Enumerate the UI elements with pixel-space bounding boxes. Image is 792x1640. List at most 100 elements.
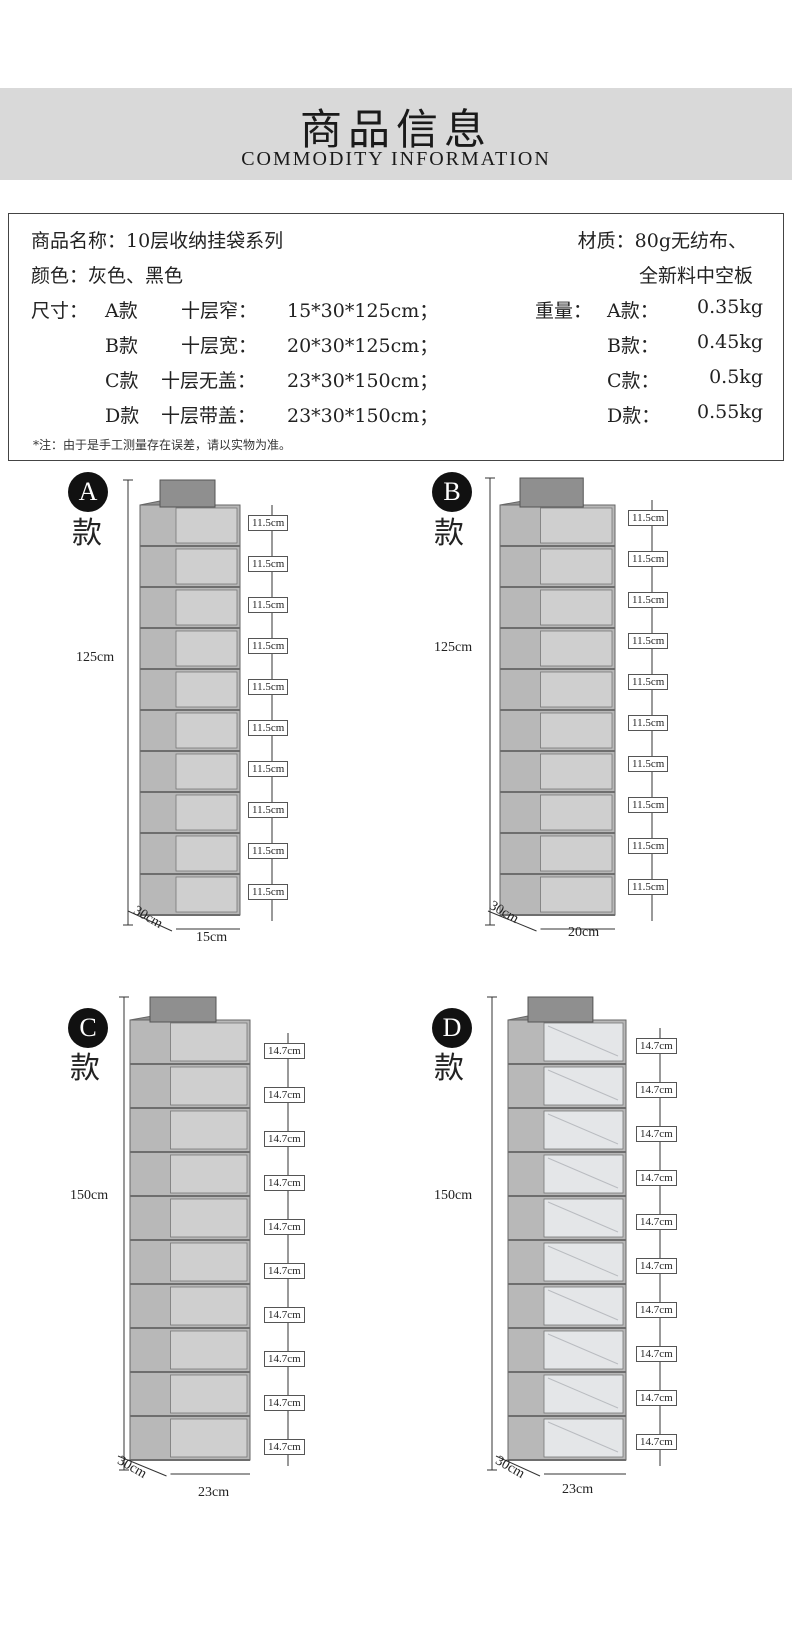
hanger-strap bbox=[159, 479, 216, 508]
shelf-compartment bbox=[175, 671, 238, 708]
shelf-height-label: 14.7cm bbox=[264, 1087, 305, 1103]
hanger-strap bbox=[519, 477, 584, 508]
window-glare bbox=[547, 1025, 619, 1057]
shelf-height-label: 14.7cm bbox=[264, 1351, 305, 1367]
header-banner: 商品信息 COMMODITY INFORMATION bbox=[0, 88, 792, 180]
shelf-compartment bbox=[543, 1110, 624, 1150]
shelf-height-label: 14.7cm bbox=[264, 1439, 305, 1455]
variant-badge: D bbox=[432, 1008, 472, 1048]
shelf-height-label: 14.7cm bbox=[264, 1395, 305, 1411]
shelf-height-label: 11.5cm bbox=[628, 715, 669, 731]
shelf-height-label: 14.7cm bbox=[636, 1434, 677, 1450]
material-line1: 材质：80g无纺布、 bbox=[577, 230, 747, 252]
shelf-height-label: 11.5cm bbox=[628, 592, 669, 608]
shelf-compartment bbox=[170, 1022, 248, 1062]
shelf-compartment bbox=[543, 1022, 624, 1062]
depth-dimension-line bbox=[487, 910, 537, 932]
shelf-height-label: 11.5cm bbox=[248, 638, 289, 654]
page-title: 商品信息 bbox=[299, 105, 492, 154]
shelf-height-label: 11.5cm bbox=[628, 551, 669, 567]
shelf-height-label: 11.5cm bbox=[628, 838, 669, 854]
weight-d-model: D款： bbox=[607, 405, 661, 427]
weight-a-model: A款： bbox=[607, 300, 659, 322]
window-glare bbox=[547, 1157, 619, 1189]
shelf-compartment bbox=[540, 548, 613, 585]
window-glare bbox=[547, 1289, 619, 1321]
height-label: 125cm bbox=[434, 640, 473, 655]
shelf-compartment bbox=[543, 1066, 624, 1106]
shelf-height-label: 11.5cm bbox=[248, 884, 289, 900]
measurement-note: *注：由于是手工测量存在误差，请以实物为准。 bbox=[33, 438, 292, 452]
shelf-height-label: 14.7cm bbox=[636, 1302, 677, 1318]
shelf-compartment bbox=[175, 630, 238, 667]
shelf-height-label: 14.7cm bbox=[264, 1307, 305, 1323]
shelf-compartment bbox=[170, 1242, 248, 1282]
variant-kuan-label: 款 bbox=[434, 1051, 464, 1086]
shelf-height-label: 11.5cm bbox=[628, 633, 669, 649]
shelf-compartment bbox=[175, 548, 238, 585]
weight-c-model: C款： bbox=[607, 370, 660, 392]
shelf-height-label: 11.5cm bbox=[628, 879, 669, 895]
shelf-height-label: 11.5cm bbox=[248, 843, 289, 859]
weight-label: 重量： bbox=[535, 300, 593, 322]
weight-b-model: B款： bbox=[607, 335, 659, 357]
shelf-height-label: 11.5cm bbox=[248, 597, 289, 613]
size-d-dims: 23*30*150cm； bbox=[287, 405, 439, 427]
shelf-height-label: 11.5cm bbox=[628, 756, 669, 772]
shelf-height-label: 11.5cm bbox=[248, 515, 289, 531]
size-label: 尺寸： bbox=[31, 300, 89, 322]
size-b-model: B款 bbox=[105, 335, 138, 357]
shelf-compartment bbox=[543, 1374, 624, 1414]
height-label: 125cm bbox=[76, 650, 115, 665]
depth-dimension-line bbox=[495, 1455, 541, 1477]
shelf-compartment bbox=[170, 1330, 248, 1370]
shelf-compartment bbox=[540, 712, 613, 749]
shelf-compartment bbox=[540, 671, 613, 708]
window-glare bbox=[547, 1377, 619, 1409]
size-a-model: A款 bbox=[105, 300, 138, 322]
shelf-compartment bbox=[175, 835, 238, 872]
depth-dimension-line bbox=[117, 1455, 167, 1477]
depth-dimension-line bbox=[127, 910, 173, 932]
shelf-compartment bbox=[543, 1330, 624, 1370]
window-glare bbox=[547, 1201, 619, 1233]
hanger-strap bbox=[527, 996, 594, 1023]
shelf-compartment bbox=[540, 835, 613, 872]
shelf-compartment bbox=[543, 1198, 624, 1238]
shelf-height-label: 11.5cm bbox=[248, 556, 289, 572]
shelf-compartment bbox=[175, 794, 238, 831]
window-glare bbox=[547, 1069, 619, 1101]
shelf-height-label: 14.7cm bbox=[264, 1131, 305, 1147]
variant-kuan-label: 款 bbox=[72, 516, 102, 551]
shelf-height-label: 14.7cm bbox=[636, 1170, 677, 1186]
shelf-compartment bbox=[540, 507, 613, 544]
shelf-height-label: 14.7cm bbox=[636, 1258, 677, 1274]
shelf-height-label: 11.5cm bbox=[248, 802, 289, 818]
shelf-compartment bbox=[170, 1286, 248, 1326]
size-c-model: C款 bbox=[105, 370, 139, 392]
shelf-height-label: 14.7cm bbox=[264, 1219, 305, 1235]
shelf-compartment bbox=[175, 507, 238, 544]
size-b-desc: 十层宽： bbox=[181, 335, 258, 357]
shelf-compartment bbox=[540, 753, 613, 790]
weight-c-value: 0.5kg bbox=[709, 366, 763, 388]
info-box: 商品名称：10层收纳挂袋系列 颜色：灰色、黑色 尺寸： A款 十层窄： 15*3… bbox=[8, 213, 784, 461]
variant-kuan-label: 款 bbox=[70, 1051, 100, 1086]
shelf-compartment bbox=[540, 589, 613, 626]
shelf-compartment bbox=[170, 1418, 248, 1458]
size-a-dims: 15*30*125cm； bbox=[287, 300, 439, 322]
shelf-compartment bbox=[170, 1110, 248, 1150]
size-a-desc: 十层窄： bbox=[181, 300, 258, 322]
weight-a-value: 0.35kg bbox=[697, 296, 763, 318]
shelf-compartment bbox=[540, 630, 613, 667]
shelf-height-label: 11.5cm bbox=[248, 761, 289, 777]
shelf-compartment bbox=[170, 1066, 248, 1106]
shelf-compartment bbox=[175, 589, 238, 626]
page-subtitle: COMMODITY INFORMATION bbox=[241, 148, 551, 170]
weight-b-value: 0.45kg bbox=[697, 331, 763, 353]
height-label: 150cm bbox=[70, 1188, 109, 1203]
shelf-height-label: 14.7cm bbox=[264, 1043, 305, 1059]
weight-d-value: 0.55kg bbox=[697, 401, 763, 423]
width-label: 15cm bbox=[196, 930, 228, 945]
